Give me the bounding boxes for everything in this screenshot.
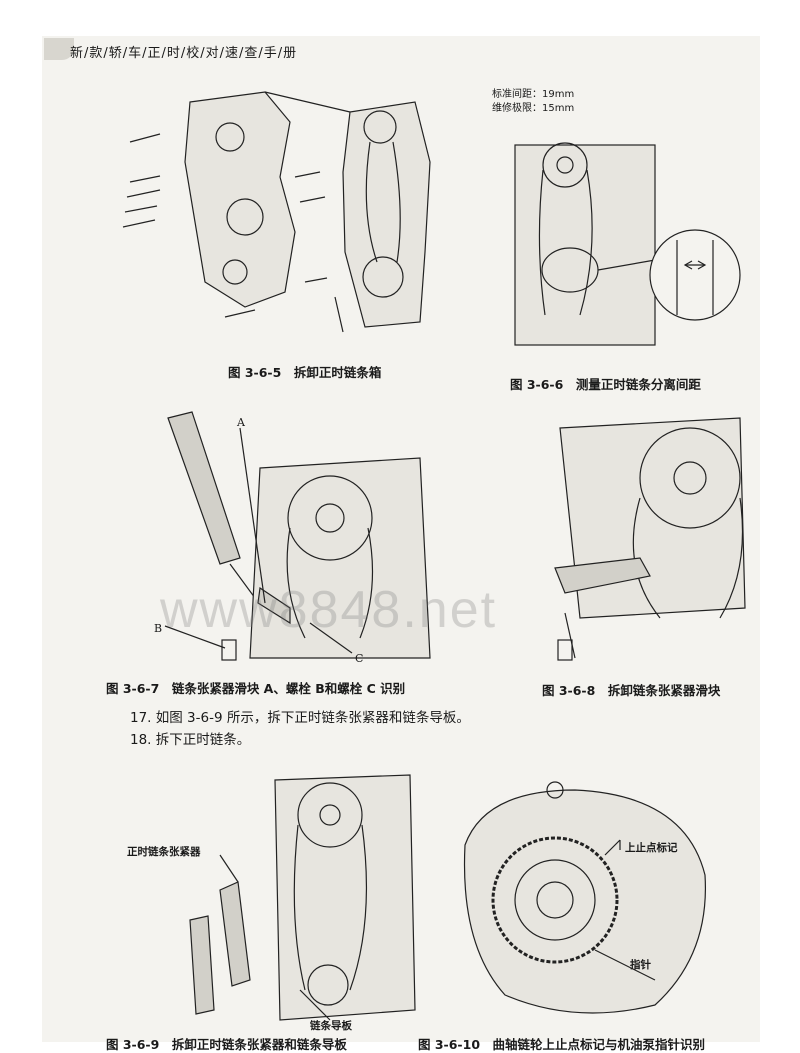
figure-3-6-10-caption: 图 3-6-10 曲轴链轮上止点标记与机油泵指针识别	[418, 1037, 706, 1052]
label-c: C	[355, 652, 364, 665]
figure-3-6-5-drawing	[122, 91, 431, 333]
step-18-text: 18. 拆下正时链条。	[130, 732, 251, 748]
figure-3-6-6-caption: 图 3-6-6 测量正时链条分离间距	[510, 377, 701, 392]
figure-3-6-8-caption: 图 3-6-8 拆卸链条张紧器滑块	[542, 683, 721, 698]
spec-standard-gap: 标准间距：19mm	[492, 89, 575, 100]
chapter-badge	[44, 38, 74, 60]
label-chain-tensioner: 正时链条张紧器	[127, 846, 201, 858]
label-chain-guide: 链条导板	[310, 1020, 352, 1032]
figure-3-6-7-caption: 图 3-6-7 链条张紧器滑块 A、螺栓 B和螺栓 C 识别	[106, 681, 406, 696]
figure-3-6-6-drawing	[514, 142, 741, 346]
page-header: 新/款/轿/车/正/时/校/对/速/查/手/册	[70, 46, 298, 61]
figure-3-6-9-drawing	[189, 774, 416, 1021]
label-b: B	[154, 622, 163, 635]
figure-3-6-5-caption: 图 3-6-5 拆卸正时链条箱	[228, 365, 382, 380]
label-pointer: 指针	[630, 959, 651, 971]
figure-3-6-10-drawing	[463, 781, 707, 1014]
figure-3-6-9-caption: 图 3-6-9 拆卸正时链条张紧器和链条导板	[106, 1037, 347, 1052]
figure-3-6-8-drawing	[554, 417, 746, 661]
label-a: A	[237, 416, 245, 429]
step-17-text: 17. 如图 3-6-9 所示，拆下正时链条张紧器和链条导板。	[130, 710, 470, 726]
watermark: www8848.net	[160, 581, 498, 639]
figure-3-6-7-drawing	[164, 411, 431, 661]
spec-service-limit: 维修极限：15mm	[492, 103, 575, 114]
label-tdc-mark: 上止点标记	[625, 842, 678, 854]
